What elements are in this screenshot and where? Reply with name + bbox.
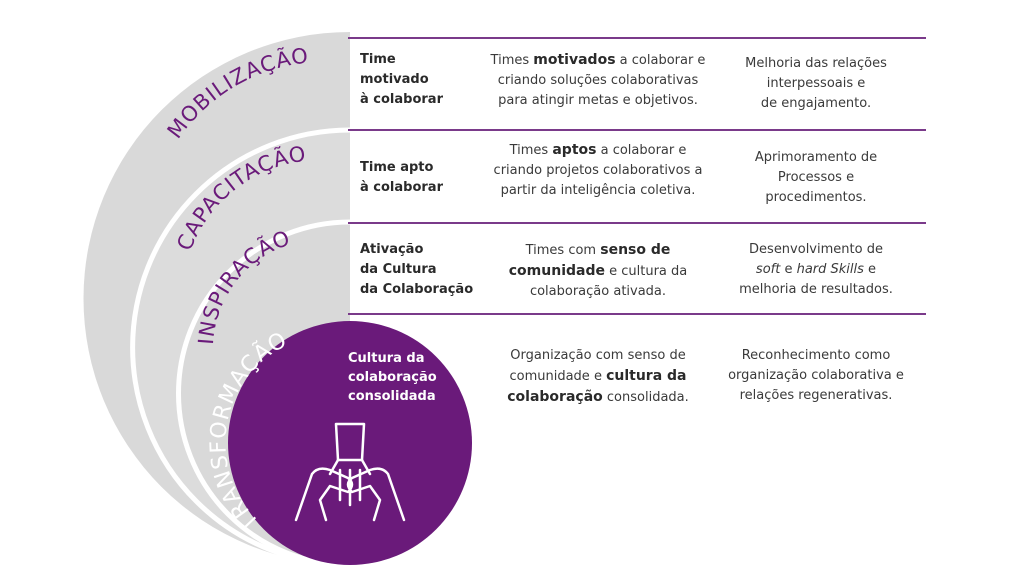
arc-separator bbox=[130, 127, 351, 568]
row-divider bbox=[348, 129, 926, 131]
arc-separator bbox=[176, 219, 351, 568]
row-divider bbox=[348, 37, 926, 39]
row-divider bbox=[348, 313, 926, 315]
row-1-description: Times motivados a colaborar e criando so… bbox=[490, 52, 706, 108]
row-divider bbox=[348, 222, 926, 224]
row-3-description: Times com senso de comunidade e cultura … bbox=[508, 242, 688, 299]
row-3-result: Desenvolvimento de soft e hard Skills e … bbox=[739, 242, 893, 297]
hands-together-icon bbox=[294, 422, 406, 522]
row-2-description: Times aptos a colaborar e criando projet… bbox=[493, 142, 703, 198]
transformacao-circle bbox=[228, 321, 472, 565]
row-4-description: Organização com senso de comunidade e cu… bbox=[507, 348, 689, 405]
